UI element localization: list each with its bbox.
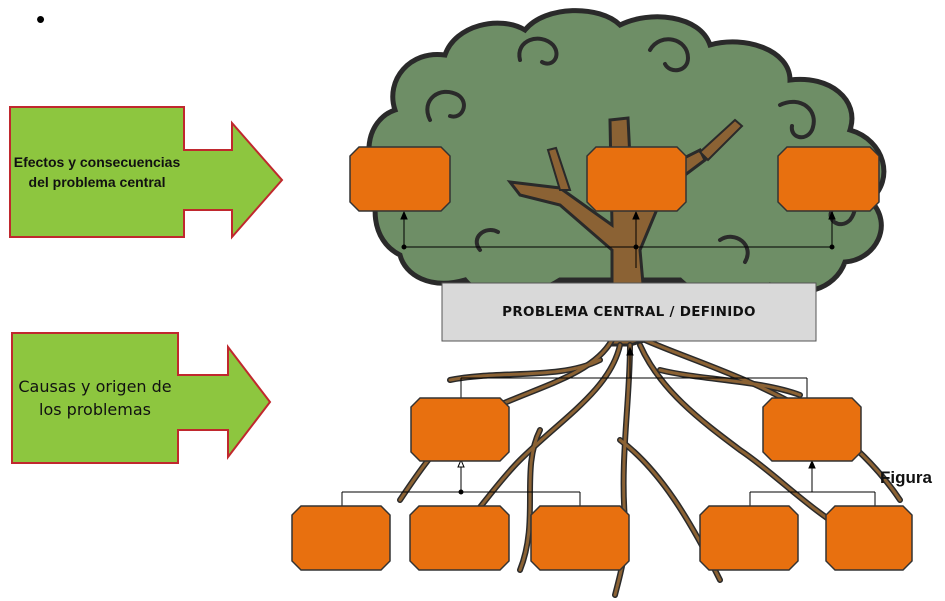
cause-boxes-level1 <box>410 397 862 462</box>
cause-box-l2-3 <box>530 505 630 571</box>
cause-box-l2-4 <box>699 505 799 571</box>
effects-callout-label: Efectos y consecuencias del problema cen… <box>13 154 181 190</box>
cause-box-l2-2 <box>409 505 510 571</box>
effect-box-2 <box>586 146 687 212</box>
cause-box-l1-1 <box>410 397 510 462</box>
effects-callout <box>9 106 284 240</box>
effects-connectors <box>400 210 836 268</box>
central-problem-box <box>441 282 817 342</box>
causes-callout <box>11 332 272 464</box>
effect-boxes <box>349 146 880 212</box>
cause-box-l1-2 <box>762 397 862 462</box>
cause-box-l2-1 <box>291 505 391 571</box>
cause-boxes-level2 <box>291 505 913 571</box>
causes-connectors <box>341 346 876 506</box>
central-problem-label: PROBLEMA CENTRAL / DEFINIDO <box>502 303 756 320</box>
cause-box-l2-5 <box>825 505 913 571</box>
figure-caption: Figura <box>880 468 932 487</box>
causes-callout-label: Causas y origen de los problemas <box>18 377 172 419</box>
effect-box-3 <box>777 146 880 212</box>
bullet-point: • <box>36 4 46 34</box>
effect-box-1 <box>349 146 451 212</box>
